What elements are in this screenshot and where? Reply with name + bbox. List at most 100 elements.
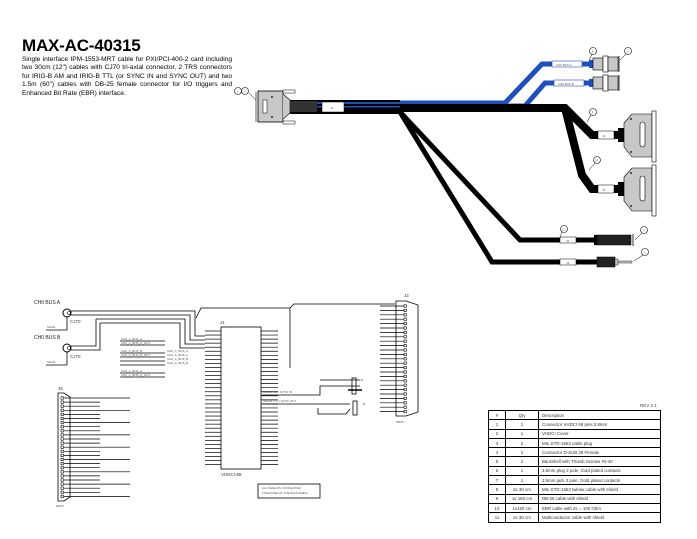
pin-contact [60, 482, 64, 486]
pin-contact [60, 408, 64, 412]
pin-contact [403, 335, 407, 339]
j1-pins [205, 330, 278, 465]
bom-header-row: # Qty Description [488, 409, 661, 421]
pin-contact [60, 404, 64, 408]
j5-pins [60, 396, 130, 498]
bom-item-number: 8 [488, 484, 506, 495]
svg-text:DB25: DB25 [396, 420, 404, 424]
bom-item-number: 2 [488, 428, 506, 439]
pin-contact [60, 462, 64, 466]
pin-contact [403, 383, 407, 387]
pin-contact [60, 486, 64, 490]
bus-b-cable-label: CH0 BUS B [558, 82, 574, 86]
pin-contact [403, 405, 407, 409]
bom-qty: 1 [505, 465, 539, 477]
bom-item-number: 9 [488, 493, 506, 504]
pin-contact [60, 412, 64, 416]
svg-text:2: 2 [244, 90, 246, 94]
pin-contact [403, 410, 407, 414]
svg-text:CH0_A_BUS_A_OUT: CH0_A_BUS_A_OUT [121, 373, 150, 377]
pin-contact [403, 322, 407, 326]
svg-text:J3: J3 [360, 378, 364, 382]
svg-text:J4: J4 [362, 402, 366, 406]
pin-contact [403, 326, 407, 330]
pin-contact [60, 478, 64, 482]
callout-9: 9 [586, 108, 597, 123]
svg-text:9: 9 [592, 111, 594, 115]
j4-jack-symbol: J4 IRIG-B TTL / SYNC OUT [262, 399, 366, 416]
j3-label: J3 [566, 261, 570, 265]
pin-contact [60, 433, 64, 437]
pin-contact [60, 441, 64, 445]
j3-jack-symbol: J3 IRIG-B AM / SYNC IN [262, 377, 364, 396]
j5-db25-connector: J5 [597, 164, 657, 217]
bus-cable-a: CH0 BUS A [400, 60, 590, 106]
bom-qty: 1 [505, 428, 539, 439]
bom-description: MIL-STD-1553 cable plug [538, 437, 661, 449]
bus-a-cable-label: CH0 BUS A [556, 63, 572, 67]
svg-text:IRIG-B TTL / SYNC OUT: IRIG-B TTL / SYNC OUT [263, 399, 296, 403]
pin-contact [403, 348, 407, 352]
j3-trs-plug: J3 [559, 256, 633, 268]
svg-text:8: 8 [592, 50, 594, 54]
bom-description: Multiconductor cable with shield [538, 512, 661, 523]
svg-text:CH0_A_BUS_A_OUT: CH0_A_BUS_A_OUT [121, 341, 150, 345]
cj70-symbol-a: CJ70 Shield [46, 308, 81, 331]
bom-item-number: 10 [488, 502, 506, 514]
pin-contact [60, 466, 64, 470]
j1-label: J1 [330, 106, 334, 110]
bom-col-number: # [488, 409, 506, 421]
callout-1-2: 1 2 [234, 87, 257, 101]
pin-contact [60, 474, 64, 478]
bom-qty: 2 [505, 456, 539, 467]
bom-item-number: 3 [488, 437, 506, 449]
callout-7: 7 [634, 226, 648, 241]
bom-qty: 1x150 cm [505, 502, 539, 514]
cj70-connector-a [589, 55, 620, 73]
svg-text:J5: J5 [58, 386, 63, 391]
pin-contact [403, 357, 407, 361]
cj70-connector-b [589, 74, 620, 92]
pin-contact [60, 445, 64, 449]
bom-qty: 1 [505, 419, 539, 430]
svg-text:CJ70: CJ70 [70, 319, 81, 324]
pin-contact [60, 437, 64, 441]
pin-contact [403, 308, 407, 312]
svg-text:CH0_A_BUS_B_OUT: CH0_A_BUS_B_OUT [121, 353, 150, 357]
pin-contact [60, 490, 64, 494]
bom-qty: 2x 30 cm [505, 512, 539, 523]
pin-contact [60, 470, 64, 474]
svg-text:3: 3 [627, 50, 629, 54]
pin-contact [403, 330, 407, 334]
bom-description: DB-25 cable with shield [538, 493, 661, 504]
svg-text:CH0_A_BUS_B: CH0_A_BUS_B [167, 357, 188, 361]
svg-text:Shield: Shield [47, 325, 56, 329]
pin-contact [60, 416, 64, 420]
bom-col-qty: Qty [505, 409, 539, 421]
j1-vhdci-symbol: J1 VHDCI-68 [220, 320, 262, 477]
pin-contact [403, 317, 407, 321]
bom-description: 3.5mm plug 3 pole, Gold plated contacts [538, 465, 661, 477]
svg-text:11: 11 [562, 228, 565, 232]
svg-text:DB25: DB25 [56, 504, 64, 508]
svg-text:CJ70: CJ70 [70, 354, 81, 359]
svg-text:CH0_A_BUS_B: CH0_A_BUS_B [167, 361, 188, 365]
pin-contact [60, 421, 64, 425]
callout-8: 8 [588, 47, 597, 61]
ch0-bus-b-label: CH0 BUS B [34, 335, 61, 341]
j5-label: J5 [602, 188, 606, 192]
bus-signal-labels: CH0_A_BUS_A CH0_A_BUS_A_OUT CH0_A_BUS_B … [120, 337, 188, 378]
j2-db25-symbol: J2 DB25 [395, 293, 419, 424]
bom-description: Connector VHDCI 68 pins 0.8mm [538, 419, 661, 430]
part-description: Single interface IPM-1553-MRT cable for … [22, 56, 232, 97]
j4-label: J4 [566, 239, 570, 243]
svg-text:10: 10 [595, 159, 599, 163]
bom-qty: 2x 30 cm [505, 484, 539, 495]
bom-qty: 2 [505, 447, 539, 458]
svg-text:CH0_A_BUS_B: CH0_A_BUS_B [121, 349, 142, 353]
